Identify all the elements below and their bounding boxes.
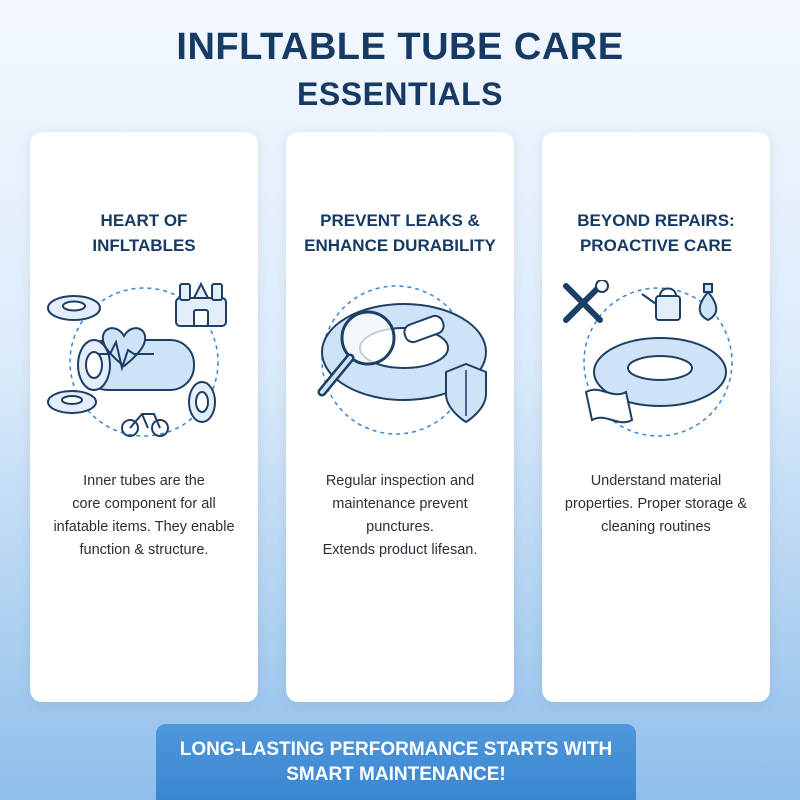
roll-tube-icon (77, 339, 195, 391)
card-proactive-care: BEYOND REPAIRS: PROACTIVE CARE Unde (542, 132, 770, 702)
bounce-castle-icon (175, 281, 227, 327)
inner-tube-icon (593, 337, 727, 407)
cta-banner: LONG-LASTING PERFORMANCE STARTS WITH SMA… (156, 724, 636, 800)
card-body: Inner tubes are the core component for a… (53, 473, 235, 558)
inflatables-illustration (47, 281, 227, 437)
card-heading: BEYOND REPAIRS: PROACTIVE CARE (577, 211, 735, 255)
page-subtitle: ESSENTIALS (297, 76, 503, 112)
wrench-screwdriver-icon (563, 280, 609, 323)
card-body: Regular inspection and maintenance preve… (322, 473, 478, 558)
card-prevent-leaks: PREVENT LEAKS & ENHANCE DURABILITY Regul… (286, 132, 514, 702)
tire-icon (188, 381, 216, 423)
watering-can-icon (641, 287, 681, 321)
banner-text: LONG-LASTING PERFORMANCE STARTS WITH SMA… (179, 739, 613, 785)
patch-bandage-icon (403, 314, 445, 344)
cloth-icon (584, 388, 634, 424)
heart-pulse-icon (98, 327, 154, 372)
shield-icon (445, 362, 487, 424)
card-body: Understand material properties. Proper s… (564, 473, 748, 535)
inner-tube-icon (47, 295, 101, 321)
magnifying-glass-icon (317, 310, 396, 397)
card-heart-of-inflatables: HEART OF INFLTABLES (30, 132, 258, 702)
card-heading: HEART OF INFLTABLES (92, 211, 196, 255)
page-title: INFLTABLE TUBE CARE (176, 26, 624, 68)
inspection-illustration (317, 285, 487, 435)
card-heading: PREVENT LEAKS & ENHANCE DURABILITY (304, 211, 496, 255)
droplet-bottle-icon (698, 283, 718, 322)
care-illustration (563, 280, 733, 437)
bicycle-icon (121, 413, 169, 437)
small-ring-icon (47, 390, 97, 414)
